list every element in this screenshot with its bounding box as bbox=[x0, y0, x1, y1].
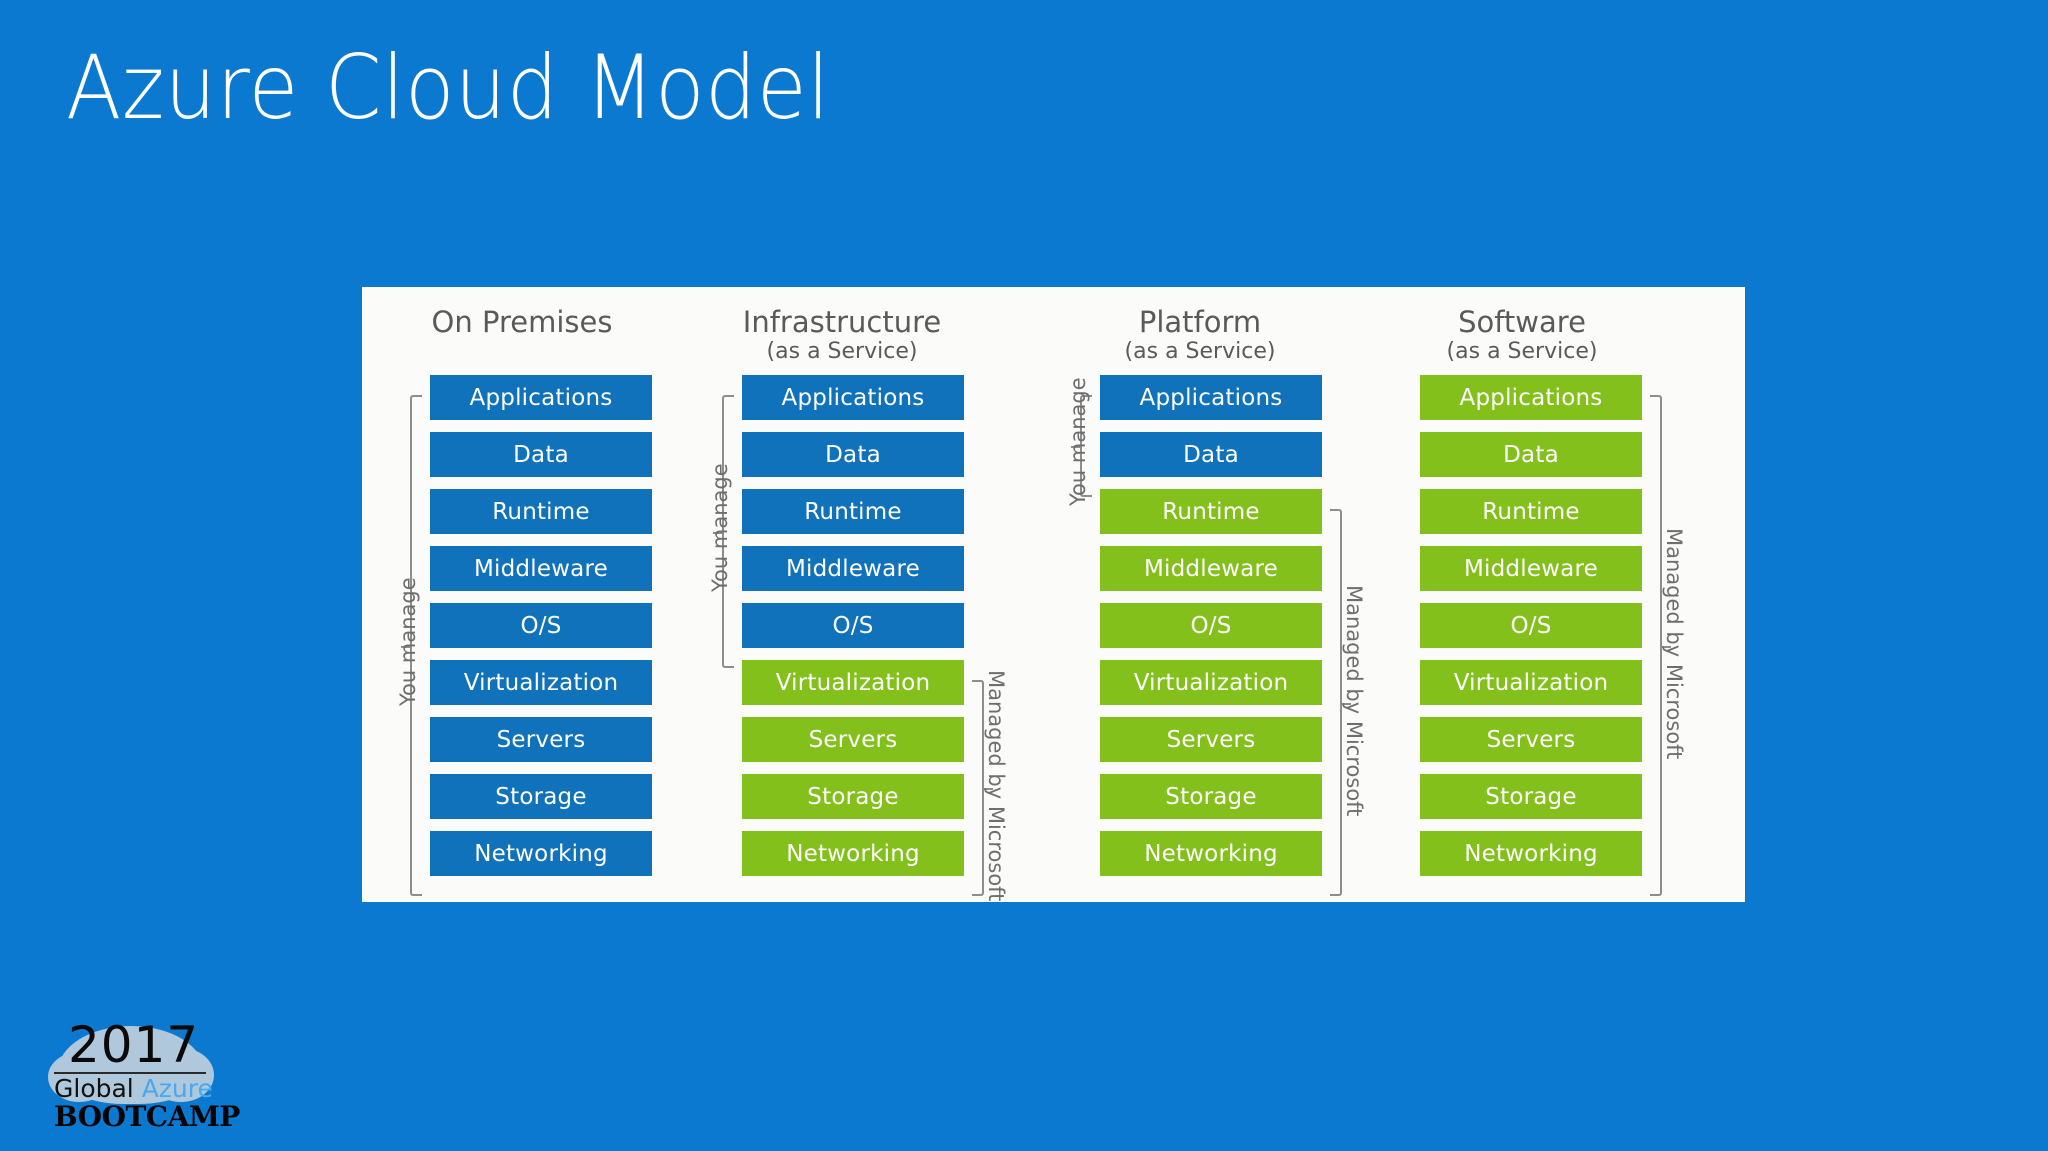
bracket-tick bbox=[1071, 446, 1080, 448]
managed-by-microsoft-label: Managed by Microsoft bbox=[1662, 527, 1686, 759]
column-subtitle: (as a Service) bbox=[1446, 339, 1598, 364]
column-subtitle: (as a Service) bbox=[1124, 339, 1276, 364]
column-subtitle bbox=[372, 339, 672, 365]
you-manage-bracket bbox=[410, 395, 422, 896]
layer-box[interactable]: Storage bbox=[430, 774, 652, 819]
managed-by-microsoft-bracket bbox=[972, 680, 984, 896]
layer-box[interactable]: O/S bbox=[1100, 603, 1322, 648]
column-header: On Premises bbox=[372, 287, 672, 365]
managed-by-microsoft-bracket bbox=[1650, 395, 1662, 896]
global-azure-bootcamp-logo: 2017 Global Azure BOOTCAMP bbox=[44, 1016, 240, 1133]
layer-box[interactable]: Virtualization bbox=[742, 660, 964, 705]
layer-box[interactable]: Storage bbox=[1420, 774, 1642, 819]
layer-box[interactable]: O/S bbox=[1420, 603, 1642, 648]
column-title: Software bbox=[1458, 305, 1586, 339]
column-title: Infrastructure bbox=[742, 305, 942, 339]
layer-box[interactable]: Virtualization bbox=[1100, 660, 1322, 705]
logo-global-text: Global bbox=[54, 1074, 134, 1103]
layer-box[interactable]: O/S bbox=[430, 603, 652, 648]
layer-box[interactable]: O/S bbox=[742, 603, 964, 648]
layer-box[interactable]: Networking bbox=[1420, 831, 1642, 876]
layer-box[interactable]: Servers bbox=[1420, 717, 1642, 762]
layer-box[interactable]: Virtualization bbox=[1420, 660, 1642, 705]
column-header: Infrastructure(as a Service) bbox=[692, 287, 992, 365]
layer-box[interactable]: Middleware bbox=[1420, 546, 1642, 591]
logo-azure-text: Azure bbox=[141, 1074, 213, 1103]
layer-box[interactable]: Networking bbox=[1100, 831, 1322, 876]
layer-box[interactable]: Storage bbox=[742, 774, 964, 819]
logo-year: 2017 bbox=[68, 1016, 200, 1074]
layer-box[interactable]: Applications bbox=[1420, 375, 1642, 420]
layer-box[interactable]: Runtime bbox=[1420, 489, 1642, 534]
page-title: Azure Cloud Model bbox=[66, 36, 831, 139]
layer-box[interactable]: Networking bbox=[430, 831, 652, 876]
logo-bootcamp-text: BOOTCAMP bbox=[54, 1100, 240, 1133]
bracket-tick bbox=[713, 531, 722, 534]
layer-box[interactable]: Servers bbox=[742, 717, 964, 762]
logo-subtitle: Global Azure bbox=[54, 1074, 213, 1103]
cloud-shape-icon bbox=[48, 1026, 214, 1104]
you-manage-label: You manage bbox=[1066, 377, 1090, 506]
layer-box[interactable]: Servers bbox=[430, 717, 652, 762]
logo-divider bbox=[54, 1072, 206, 1074]
layer-box[interactable]: Runtime bbox=[430, 489, 652, 534]
managed-by-microsoft-bracket bbox=[1330, 509, 1342, 896]
layer-box[interactable]: Runtime bbox=[1100, 489, 1322, 534]
layer-box[interactable]: Servers bbox=[1100, 717, 1322, 762]
layer-box[interactable]: Applications bbox=[1100, 375, 1322, 420]
layer-box[interactable]: Networking bbox=[742, 831, 964, 876]
you-manage-label: You manage bbox=[708, 462, 732, 592]
stack-column-1: Infrastructure(as a Service) Applications… bbox=[692, 287, 992, 888]
layer-box[interactable]: Applications bbox=[430, 375, 652, 420]
you-manage-bracket bbox=[722, 395, 734, 668]
managed-by-microsoft-label: Managed by Microsoft bbox=[1342, 584, 1366, 816]
layer-box[interactable]: Data bbox=[742, 432, 964, 477]
layer-box[interactable]: Data bbox=[1100, 432, 1322, 477]
you-manage-label: You manage bbox=[396, 576, 420, 706]
layer-box[interactable]: Applications bbox=[742, 375, 964, 420]
layer-box[interactable]: Middleware bbox=[742, 546, 964, 591]
column-header: Software(as a Service) bbox=[1372, 287, 1672, 365]
column-subtitle: (as a Service) bbox=[766, 339, 918, 364]
bracket-tick bbox=[1342, 702, 1351, 705]
layer-box[interactable]: Data bbox=[1420, 432, 1642, 477]
layer-box[interactable]: Data bbox=[430, 432, 652, 477]
layer-box[interactable]: Virtualization bbox=[430, 660, 652, 705]
column-header: Platform(as a Service) bbox=[1050, 287, 1350, 365]
managed-by-microsoft-label: Managed by Microsoft bbox=[984, 670, 1008, 902]
bracket-tick bbox=[984, 788, 993, 790]
bracket-tick bbox=[401, 645, 410, 648]
column-title: Platform bbox=[1138, 305, 1262, 339]
layer-box[interactable]: Middleware bbox=[1100, 546, 1322, 591]
bracket-tick bbox=[1662, 645, 1671, 648]
you-manage-bracket bbox=[1080, 395, 1092, 497]
layer-box[interactable]: Runtime bbox=[742, 489, 964, 534]
layer-box[interactable]: Storage bbox=[1100, 774, 1322, 819]
layer-box[interactable]: Middleware bbox=[430, 546, 652, 591]
column-title: On Premises bbox=[431, 305, 613, 339]
